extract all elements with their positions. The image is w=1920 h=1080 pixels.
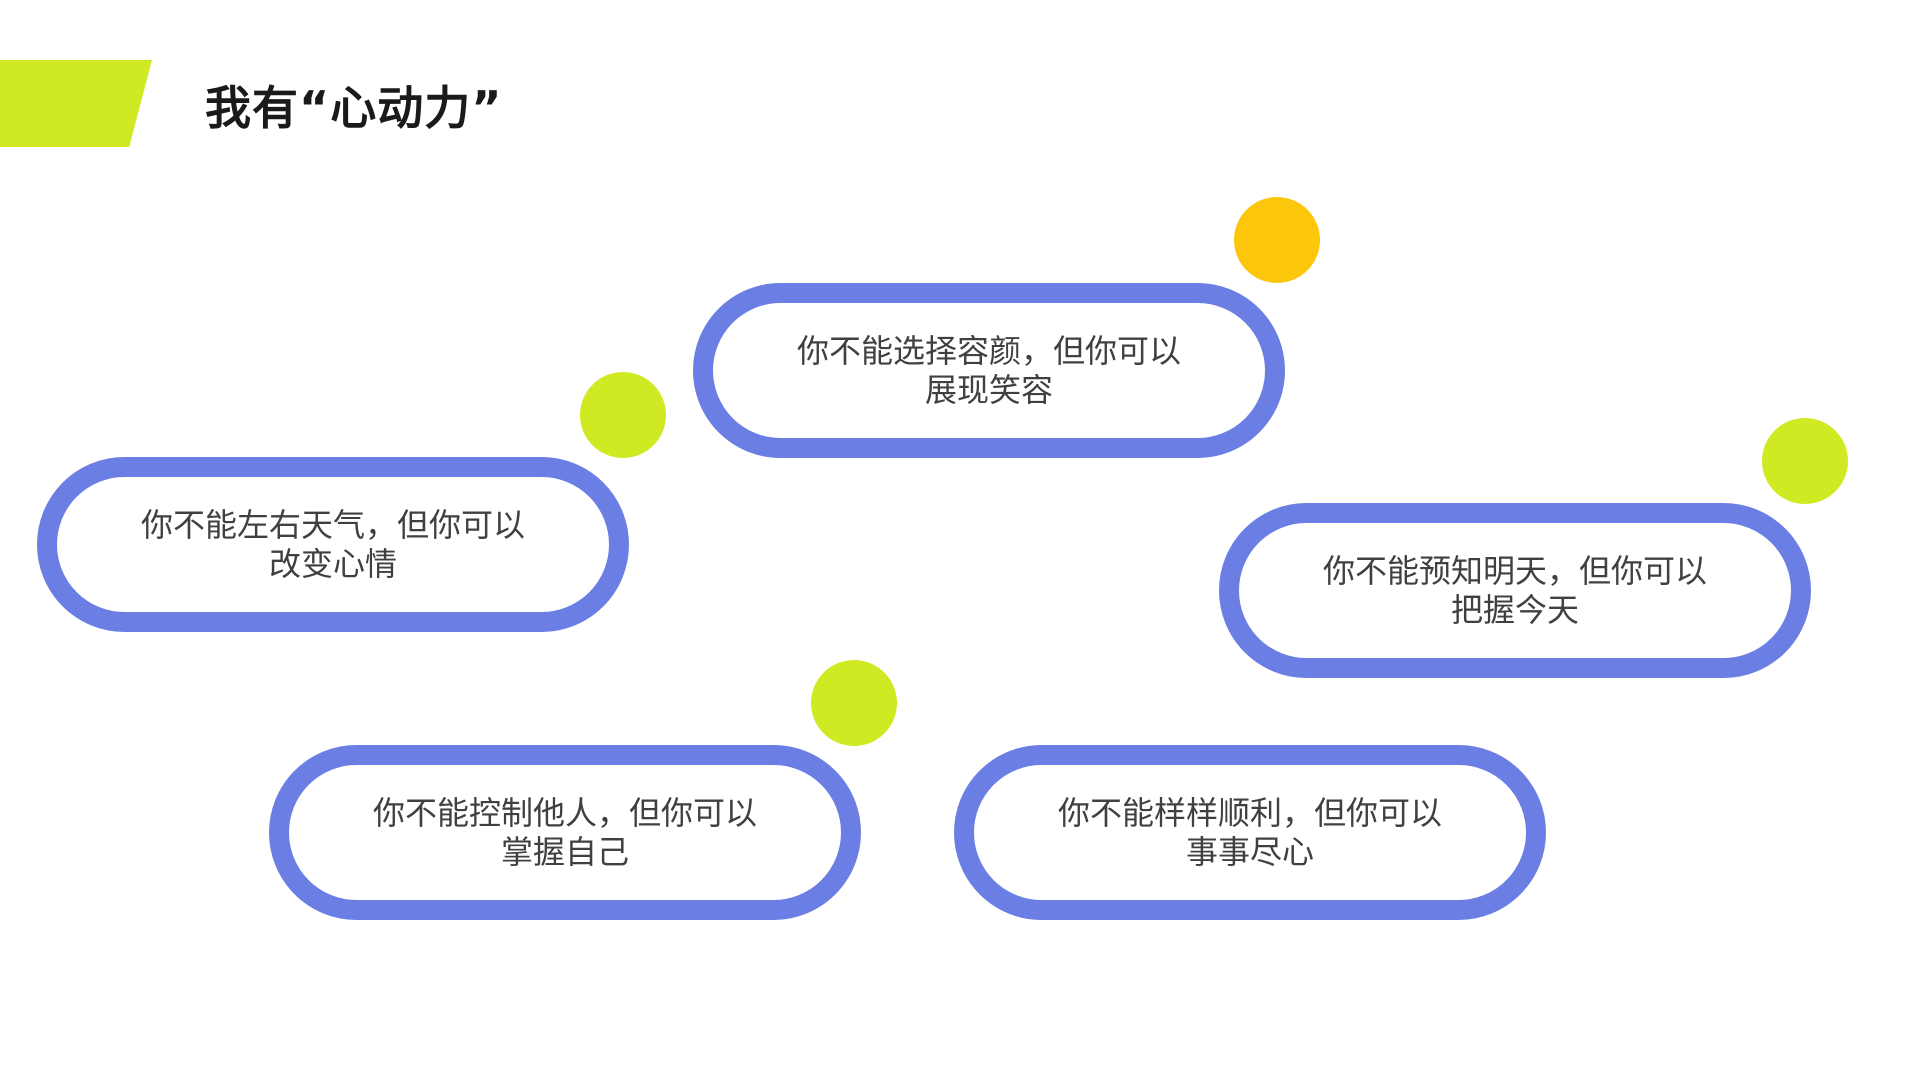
quote-line-1: 你不能样样顺利，但你可以 [1057,793,1442,832]
quote-line-2: 把握今天 [1450,590,1579,629]
title-accent-bar [0,60,152,147]
quote-text: 你不能控制他人，但你可以 掌握自己 [373,794,757,872]
quote-line-1: 你不能控制他人，但你可以 [372,793,757,832]
decorative-dot-green [580,372,666,458]
quote-pill-tomorrow: 你不能预知明天，但你可以 把握今天 [1219,503,1811,678]
quote-pill-smooth: 你不能样样顺利，但你可以 事事尽心 [954,745,1546,920]
quote-pill-others: 你不能控制他人，但你可以 掌握自己 [269,745,861,920]
quote-line-2: 改变心情 [268,544,397,583]
quote-text: 你不能样样顺利，但你可以 事事尽心 [1058,794,1442,872]
quote-text: 你不能左右天气，但你可以 改变心情 [141,506,525,584]
quote-pill-appearance: 你不能选择容颜，但你可以 展现笑容 [693,283,1285,458]
quote-line-1: 你不能左右天气，但你可以 [140,505,525,544]
decorative-dot-green [1762,418,1848,504]
quote-line-2: 展现笑容 [924,370,1053,409]
quote-line-2: 掌握自己 [500,832,629,871]
decorative-dot-green [811,660,897,746]
quote-line-1: 你不能预知明天，但你可以 [1322,551,1707,590]
quote-pill-weather: 你不能左右天气，但你可以 改变心情 [37,457,629,632]
page-title: 我有“心动力” [205,81,503,135]
quote-text: 你不能预知明天，但你可以 把握今天 [1323,552,1707,630]
quote-text: 你不能选择容颜，但你可以 展现笑容 [797,332,1181,410]
quote-line-1: 你不能选择容颜，但你可以 [796,331,1181,370]
quote-line-2: 事事尽心 [1185,832,1314,871]
decorative-dot-yellow [1234,197,1320,283]
